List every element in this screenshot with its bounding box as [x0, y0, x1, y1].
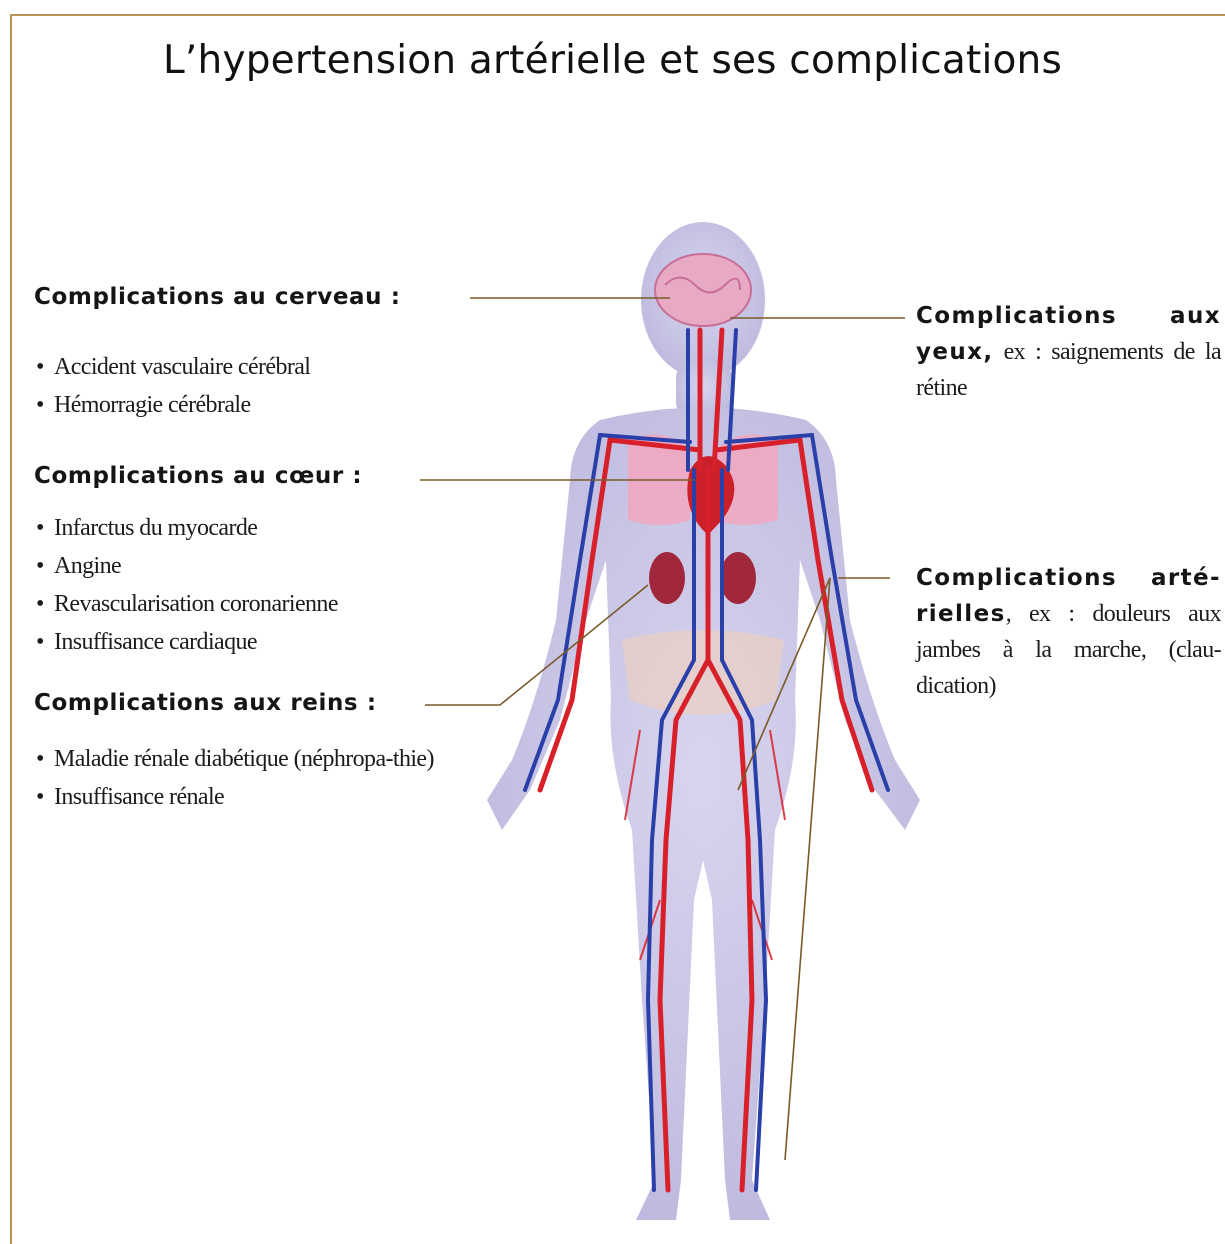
list-item: Accident vasculaire cérébral: [34, 348, 494, 386]
heart-complications-heading: Complications au cœur :: [34, 463, 362, 489]
list-item: Revascularisation coronarienne: [34, 585, 494, 623]
eye-complications: Complications aux yeux, ex : saignements…: [916, 298, 1221, 406]
list-item: Angine: [34, 547, 494, 585]
brain-complications-list: Accident vasculaire cérébral Hémorragie …: [34, 348, 494, 424]
brain-complications-heading: Complications au cerveau :: [34, 284, 401, 310]
heart-complications-list: Infarctus du myocarde Angine Revasculari…: [34, 509, 494, 661]
arterial-complications: Complications arté-rielles, ex : douleur…: [916, 560, 1221, 704]
list-item: Hémorragie cérébrale: [34, 386, 494, 424]
list-item: Insuffisance rénale: [34, 778, 494, 816]
kidney-complications-list: Maladie rénale diabétique (néphropa-thie…: [34, 740, 494, 816]
kidney-complications-heading: Complications aux reins :: [34, 690, 377, 716]
left-kidney: [649, 552, 685, 604]
list-item: Insuffisance cardiaque: [34, 623, 494, 661]
right-kidney: [720, 552, 756, 604]
list-item: Infarctus du myocarde: [34, 509, 494, 547]
list-item: Maladie rénale diabétique (néphropa-thie…: [34, 740, 494, 778]
